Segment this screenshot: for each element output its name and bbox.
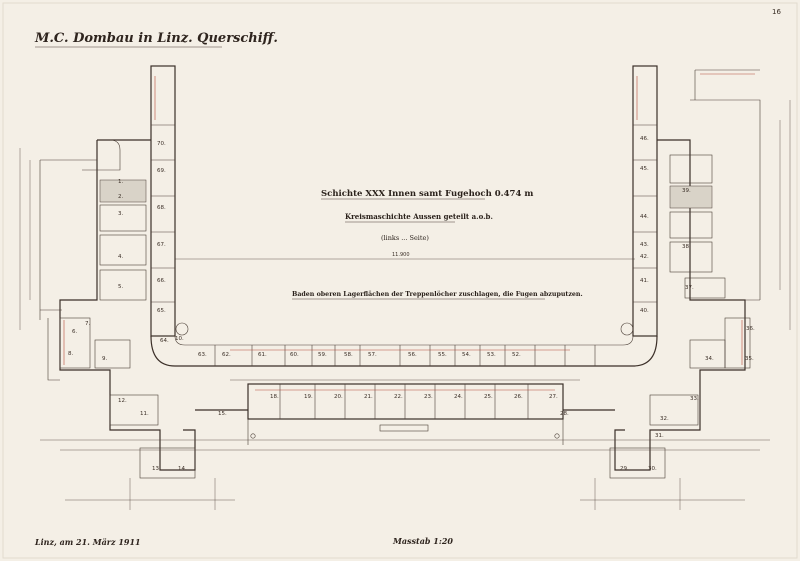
stone-label: 57.: [368, 352, 377, 358]
stone-label: 38.: [682, 244, 691, 250]
heading-line-3: (links ... Seite): [381, 234, 429, 242]
stone-label: 27.: [549, 394, 558, 400]
stone-label: 28.: [560, 411, 569, 417]
heading-line-2: Kreismaschichte Aussen geteilt a.o.b.: [345, 212, 493, 221]
stone-label: 19.: [304, 394, 313, 400]
page-corner-number: 16: [772, 8, 781, 16]
stone-label: 56.: [408, 352, 417, 358]
stone-label: 15.: [218, 411, 227, 417]
stone-label: 65.: [157, 308, 166, 314]
stone-label: 54.: [462, 352, 471, 358]
stone-label: 39.: [682, 188, 691, 194]
heading-line-1: Schichte XXX Innen samt Fugehoch 0.474 m: [321, 189, 533, 199]
stone-label: 29.: [620, 466, 629, 472]
instruction-text: Baden oberen Lagerflächen der Treppenlöc…: [292, 291, 583, 298]
stone-label: 4.: [118, 254, 123, 260]
stone-label: 64.: [160, 338, 169, 344]
stone-label: 24.: [454, 394, 463, 400]
stone-label: 70.: [157, 141, 166, 147]
stone-label: 44.: [640, 214, 649, 220]
stone-label: 52.: [512, 352, 521, 358]
stone-label: 68.: [157, 205, 166, 211]
stone-label: 23.: [424, 394, 433, 400]
center-dimension: 11.900: [392, 252, 410, 258]
stone-label: 41.: [640, 278, 649, 284]
stone-label: 9.: [102, 356, 107, 362]
stone-label: 46.: [640, 136, 649, 142]
stone-label: 1.: [118, 179, 123, 185]
stone-label: 53.: [487, 352, 496, 358]
stone-label: 8.: [68, 351, 73, 357]
stone-label: 61.: [258, 352, 267, 358]
stone-label: 3.: [118, 211, 123, 217]
stone-label: 32.: [660, 416, 669, 422]
stone-label: 63.: [198, 352, 207, 358]
stone-label: 5.: [118, 284, 123, 290]
stone-label: 18.: [270, 394, 279, 400]
stone-label: 34.: [705, 356, 714, 362]
place-date: Linz, am 21. März 1911: [34, 537, 141, 547]
sheet-title: M.C. Dombau in Linz. Querschiff.: [34, 31, 278, 46]
stone-label: 40.: [640, 308, 649, 314]
stone-label: 13.: [152, 466, 161, 472]
stone-label: 67.: [157, 242, 166, 248]
stone-label: 58.: [344, 352, 353, 358]
stone-label: 7.: [85, 321, 90, 327]
stone-label: 45.: [640, 166, 649, 172]
dimension-lines: [19, 100, 791, 510]
stone-label: 35.: [745, 356, 754, 362]
stone-label: 30.: [648, 466, 657, 472]
stone-label: 69.: [157, 168, 166, 174]
red-annotations: [63, 73, 755, 391]
stone-label: 14.: [178, 466, 187, 472]
stone-label: 26.: [514, 394, 523, 400]
stone-label: 2.: [118, 194, 123, 200]
stone-label: 6.: [72, 329, 77, 335]
stone-label: 43.: [640, 242, 649, 248]
stone-label: 36.: [746, 326, 755, 332]
stone-label: 25.: [484, 394, 493, 400]
stone-label: 60.: [290, 352, 299, 358]
stone-label: 33.: [690, 396, 699, 402]
stone-label: 20.: [334, 394, 343, 400]
stone-label: 12.: [118, 398, 127, 404]
stone-label: 55.: [438, 352, 447, 358]
scale-label: Masstab 1:20: [392, 536, 453, 546]
stone-label: 10.: [175, 336, 184, 342]
stone-label: 59.: [318, 352, 327, 358]
stone-label: 22.: [394, 394, 403, 400]
stone-label: 62.: [222, 352, 231, 358]
stone-label: 11.: [140, 411, 149, 417]
stone-label: 37.: [685, 285, 694, 291]
stone-label: 31.: [655, 433, 664, 439]
plan-outline: [39, 65, 761, 479]
stone-label: 21.: [364, 394, 373, 400]
stone-label: 42.: [640, 254, 649, 260]
stone-labels: 70. 69. 68. 67. 66. 65. 64. 46. 45. 44. 43. 42. 41. 4…: [68, 136, 755, 472]
stone-label: 66.: [157, 278, 166, 284]
